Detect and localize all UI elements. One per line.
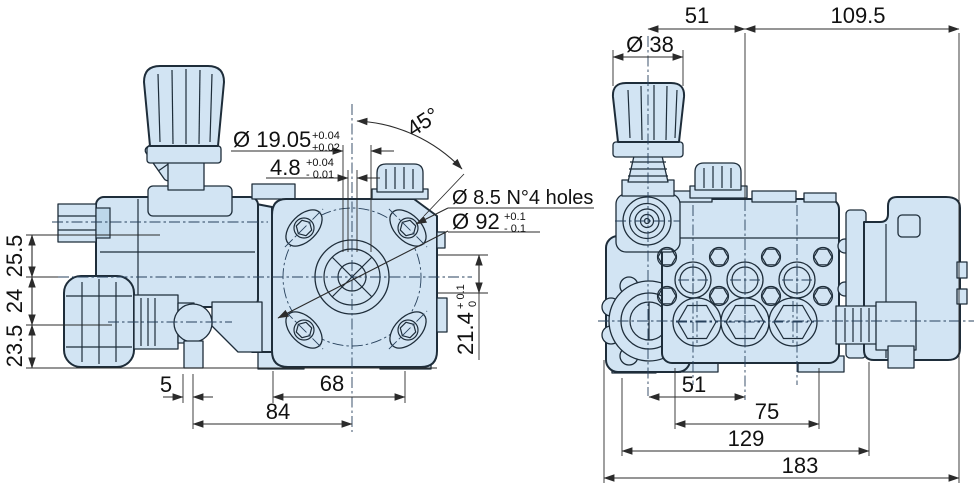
knob-flute bbox=[209, 73, 213, 143]
dim-body-length: 109.5 bbox=[830, 3, 885, 28]
dim-base-length: 84 bbox=[266, 399, 290, 424]
dim-key-width: 4.8 bbox=[270, 155, 301, 180]
regulator-knob-side bbox=[143, 65, 225, 147]
dim-knob-offset: 51 bbox=[685, 3, 709, 28]
flange-tab-lower bbox=[436, 297, 448, 333]
dim-shaft-tol-top: +0.04 bbox=[312, 130, 340, 142]
dim-key-tol-bottom: - 0.01 bbox=[306, 169, 334, 181]
dim-shaft-tol-bottom: +0.02 bbox=[312, 142, 340, 154]
regulator-knob-front bbox=[611, 82, 686, 143]
dim-bolt-circle-tol-top: +0.1 bbox=[504, 211, 526, 223]
dim-overall-length: 183 bbox=[782, 453, 819, 478]
drain-stub bbox=[183, 340, 204, 369]
side-view-dimensions: 25.5 24 23.5 Ø 19.05 +0.04 +0.02 4.8 +0.… bbox=[2, 102, 594, 429]
inlet-block bbox=[875, 301, 917, 351]
dim-height-lower: 23.5 bbox=[2, 325, 27, 368]
side-view bbox=[52, 65, 472, 432]
dim-flange-width: 129 bbox=[728, 426, 765, 451]
dim-knob-diameter: Ø 38 bbox=[626, 32, 674, 57]
gearbox-recess bbox=[897, 214, 921, 238]
dim-drain-offset: 5 bbox=[160, 372, 172, 397]
gearbox-tab-2 bbox=[956, 288, 968, 305]
knob-flute bbox=[171, 69, 174, 145]
dim-height-middle: 24 bbox=[2, 289, 27, 313]
side-outlet-hex-port bbox=[57, 203, 97, 243]
dim-bolt-angle: 45° bbox=[402, 102, 444, 141]
knob-flute bbox=[198, 69, 201, 145]
filler-cap-front bbox=[694, 162, 742, 191]
inlet-union-hex bbox=[835, 305, 879, 345]
dim-head-width: 75 bbox=[755, 399, 779, 424]
dim-key-height-tol-top: + 0.1 bbox=[455, 284, 467, 309]
flange-tab-upper bbox=[436, 231, 446, 249]
dim-key-height-tol-bottom: 0 bbox=[467, 301, 479, 307]
knob-flute bbox=[157, 73, 161, 143]
dim-crank-to-center: 51 bbox=[682, 372, 706, 397]
gearbox-foot bbox=[887, 345, 915, 369]
dim-height-upper: 25.5 bbox=[2, 235, 27, 278]
knob-flute bbox=[665, 85, 668, 141]
knob-flute bbox=[640, 85, 643, 141]
drain-port-circle bbox=[173, 303, 213, 343]
front-view-dimensions: 51 109.5 Ø 38 51 75 129 183 bbox=[603, 3, 960, 483]
dim-bolt-circle: Ø 92 bbox=[452, 209, 500, 234]
valve-plug-hex bbox=[768, 297, 818, 347]
front-view bbox=[598, 36, 974, 400]
knob-flute bbox=[674, 89, 678, 139]
valve-plug-hex bbox=[672, 297, 722, 347]
dim-bolt-circle-tol-bottom: - 0.1 bbox=[504, 223, 526, 235]
body-lower-wedge bbox=[211, 301, 263, 353]
dim-hole-spacing: 68 bbox=[320, 371, 344, 396]
head-top-bump-3 bbox=[803, 192, 837, 203]
dim-key-tol-top: +0.04 bbox=[306, 157, 334, 169]
side-top-tab bbox=[251, 183, 296, 200]
knob-flute bbox=[627, 89, 631, 139]
side-port-collar bbox=[95, 207, 111, 239]
filler-cap-side bbox=[376, 163, 424, 193]
knob-collar-side bbox=[146, 145, 222, 164]
dim-shaft-diameter: Ø 19.05 bbox=[233, 127, 311, 152]
dim-shaft-key-height: 21.4 bbox=[453, 312, 478, 355]
head-top-bump-2 bbox=[751, 190, 797, 203]
gearbox-tab-1 bbox=[956, 261, 968, 279]
dim-mount-holes: Ø 8.5 N°4 holes bbox=[452, 187, 593, 209]
